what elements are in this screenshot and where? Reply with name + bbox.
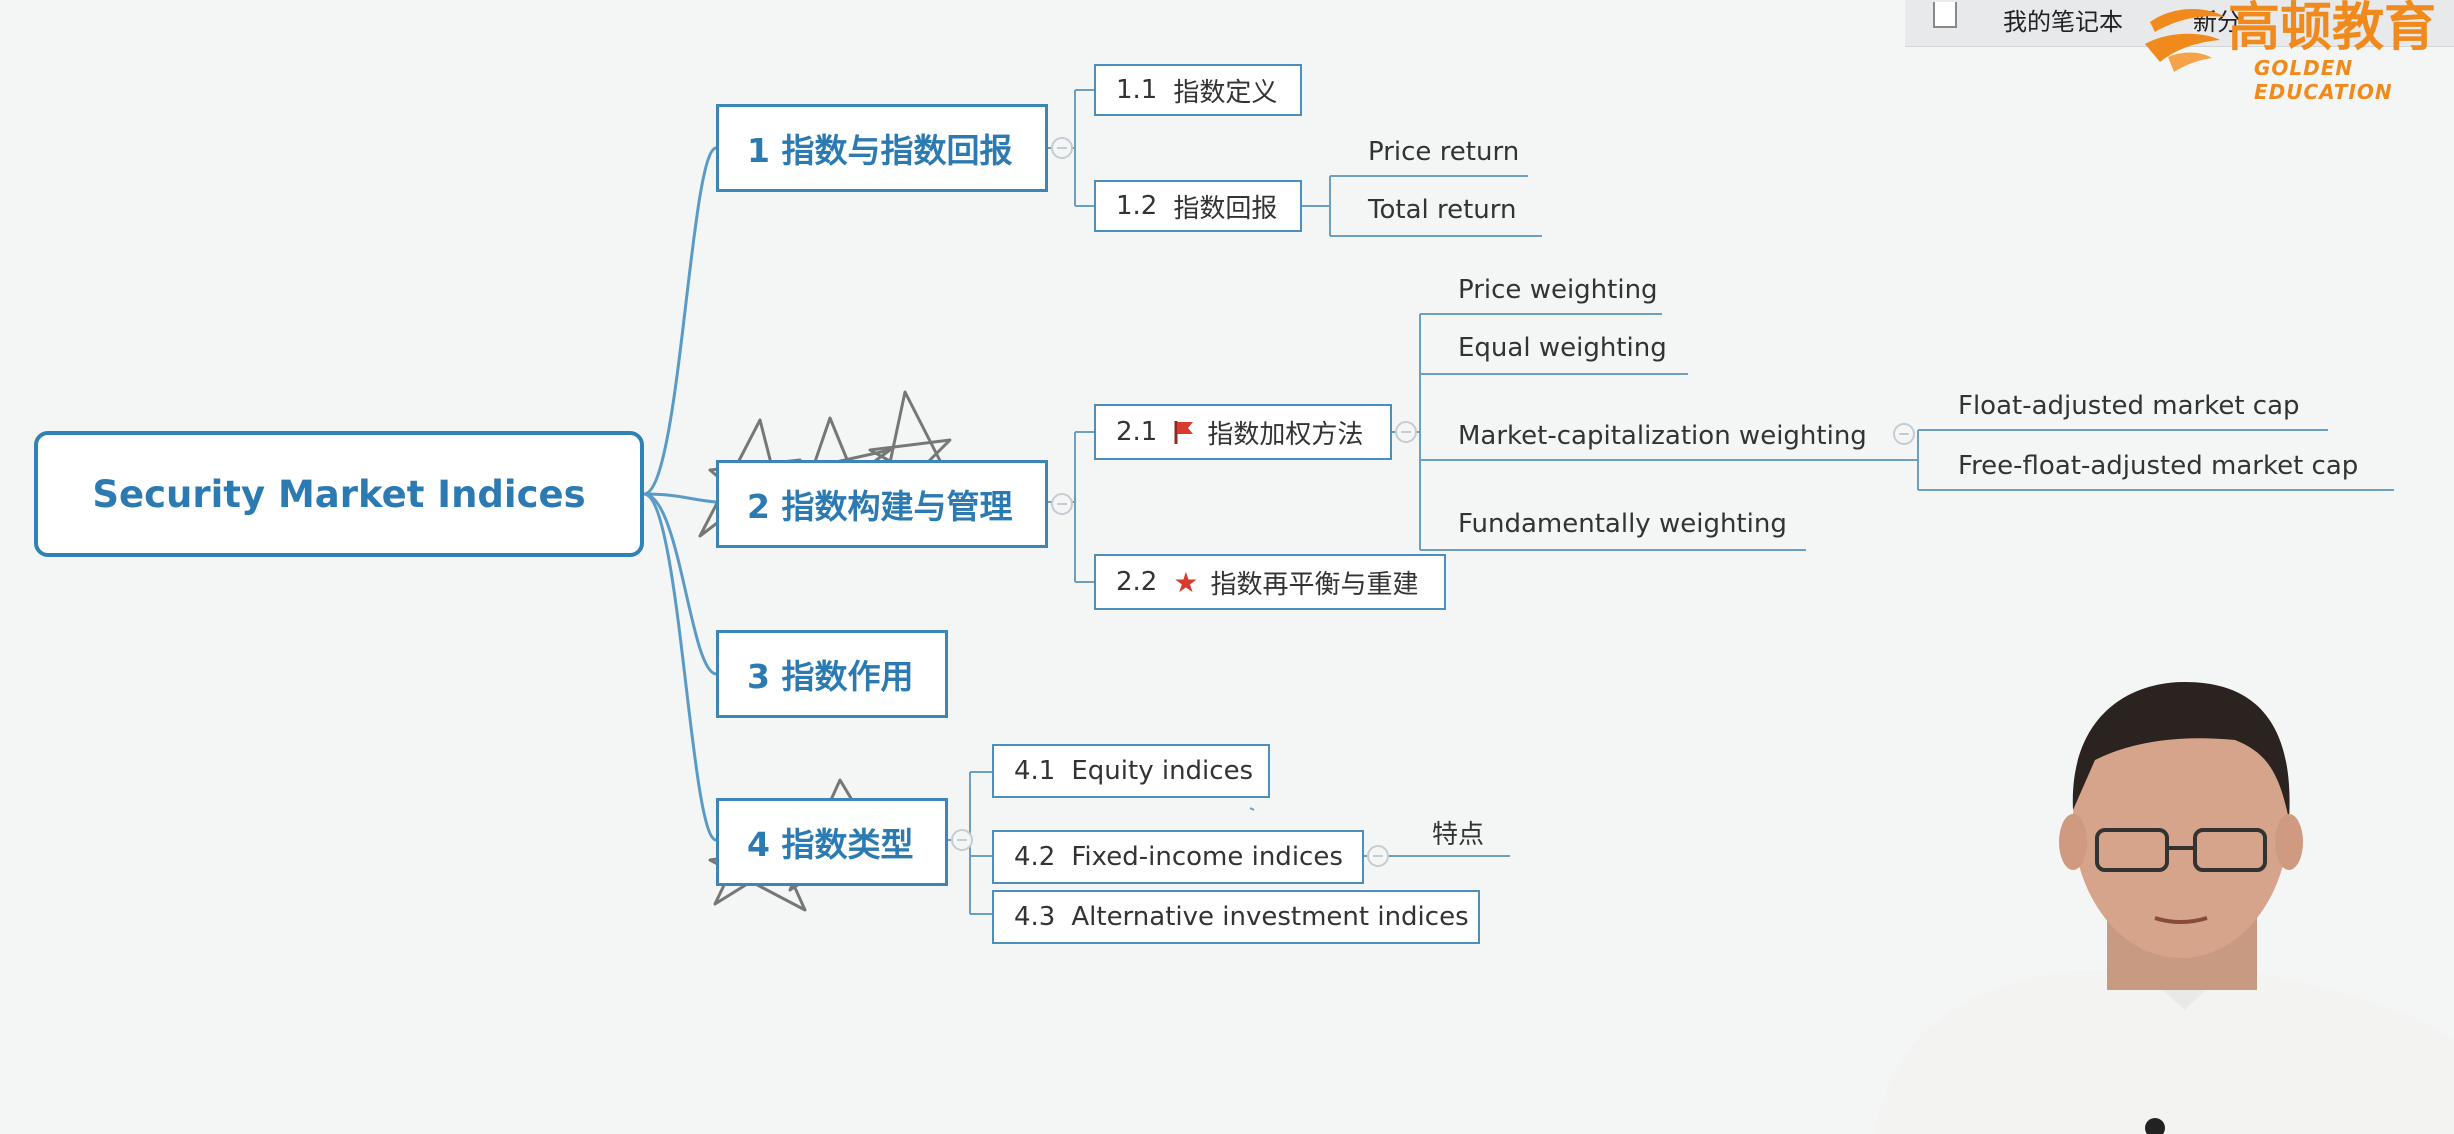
branch-4-node[interactable]: 4 指数类型 [716,798,948,886]
subnode-1-1[interactable]: 1.1 指数定义 [1094,64,1302,116]
subnode-number: 4.2 [1014,842,1056,872]
collapse-toggle-branch-4[interactable] [951,829,973,851]
leaf-market-cap-weighting[interactable]: Market-capitalization weighting [1458,421,1867,451]
subnode-label: Fixed-income indices [1071,842,1343,872]
red-flag-icon [1174,421,1194,444]
subnode-4-3[interactable]: 4.3 Alternative investment indices [992,890,1480,944]
notebook-label[interactable]: 我的笔记本 [2003,8,2123,36]
subnode-number: 2.2 [1116,567,1158,597]
subnode-label: 指数回报 [1173,193,1278,224]
mindmap-root-node[interactable]: Security Market Indices [34,431,644,557]
subnode-number: 1.1 [1116,75,1158,105]
leaf-fundamentally-weighting[interactable]: Fundamentally weighting [1458,509,1787,539]
branch-1-node[interactable]: 1 指数与指数回报 [716,104,1048,192]
leaf-float-adjusted-market-cap[interactable]: Float-adjusted market cap [1958,391,2300,421]
collapse-toggle-branch-1[interactable] [1051,137,1073,159]
collapse-toggle-market-cap[interactable] [1893,423,1915,445]
collapse-toggle-2-1[interactable] [1395,421,1417,443]
leaf-characteristics[interactable]: 特点 [1432,819,1485,850]
collapse-toggle-4-2[interactable] [1367,845,1389,867]
subnode-label: Equity indices [1071,756,1254,786]
red-star-icon: ★ [1173,565,1199,599]
logo-chinese-text: 高顿教育 [2228,0,2437,58]
subnode-number: 1.2 [1116,191,1158,221]
presenter-video-feed [1875,682,2454,1134]
leaf-price-weighting[interactable]: Price weighting [1458,275,1658,305]
branch-2-node[interactable]: 2 指数构建与管理 [716,460,1048,548]
leaf-price-return[interactable]: Price return [1368,137,1520,167]
subnode-number: 4.1 [1014,756,1056,786]
subnode-4-1[interactable]: 4.1 Equity indices [992,744,1270,798]
subnode-2-1[interactable]: 2.1 指数加权方法 [1094,404,1392,460]
branch-3-node[interactable]: 3 指数作用 [716,630,948,718]
subnode-label: Alternative investment indices [1071,902,1469,932]
subnode-2-2[interactable]: 2.2 ★ 指数再平衡与重建 [1094,554,1446,610]
golden-education-logo-mark [2145,8,2225,72]
subnode-label: 指数再平衡与重建 [1210,569,1419,600]
subnode-label: 指数定义 [1173,77,1278,108]
notebook-icon[interactable] [1933,2,1957,28]
subnode-number: 4.3 [1014,902,1056,932]
leaf-equal-weighting[interactable]: Equal weighting [1458,333,1667,363]
leaf-total-return[interactable]: Total return [1368,195,1517,225]
subnode-4-2[interactable]: 4.2 Fixed-income indices [992,830,1364,884]
logo-english-text: GOLDEN EDUCATION [2254,56,2393,104]
subnode-label: 指数加权方法 [1207,419,1364,450]
leaf-free-float-adjusted-market-cap[interactable]: Free-float-adjusted market cap [1958,451,2359,481]
subnode-number: 2.1 [1116,417,1158,447]
collapse-toggle-branch-2[interactable] [1051,493,1073,515]
subnode-1-2[interactable]: 1.2 指数回报 [1094,180,1302,232]
